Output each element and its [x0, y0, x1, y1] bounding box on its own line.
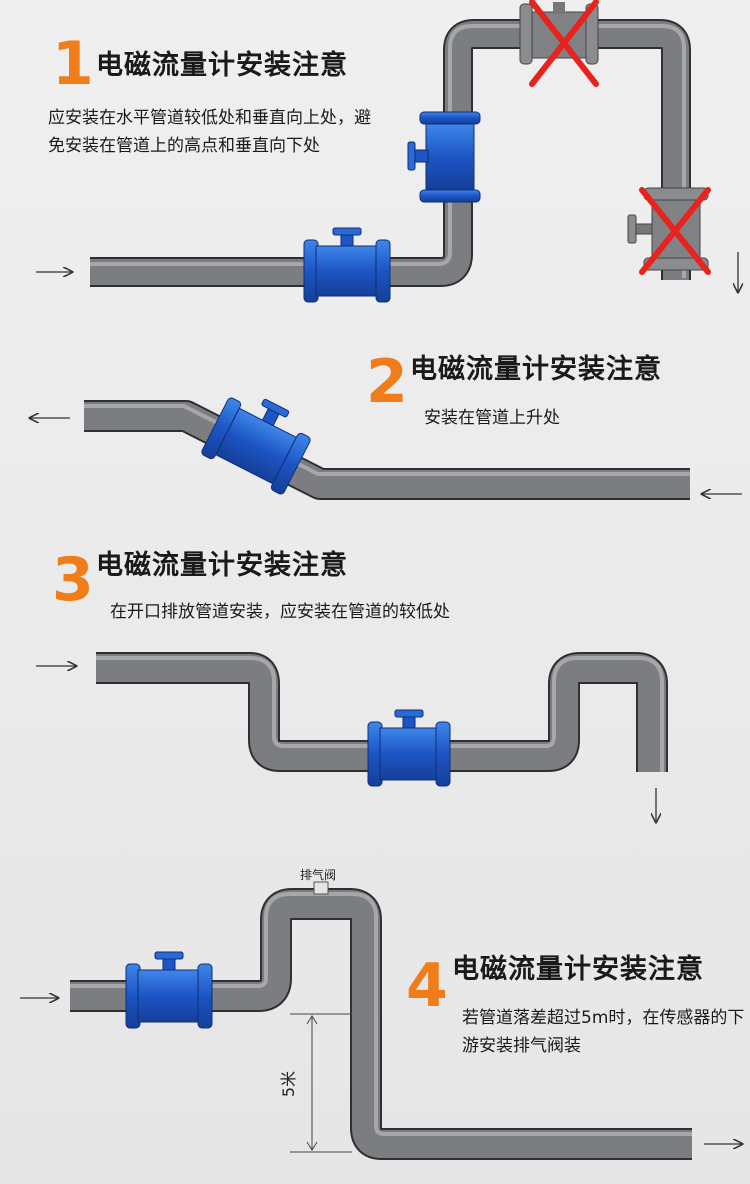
flow-meter-wrong-top — [519, 0, 599, 87]
section-4-title: 电磁流量计安装注意 — [452, 954, 704, 985]
flow-meter-4 — [125, 951, 213, 1029]
section-2-number: 2 — [366, 347, 408, 417]
flow-meter-2 — [201, 397, 311, 495]
height-dimension — [290, 1013, 352, 1153]
flow-meter-1b — [407, 111, 481, 203]
section-2-desc: 安装在管道上升处 — [424, 408, 560, 428]
diagram-3 — [36, 652, 668, 822]
section-2-title: 电磁流量计安装注意 — [410, 354, 662, 385]
section-1-desc: 应安装在水平管道较低处和垂直向上处，避免安装在管道上的高点和垂直向下处 — [48, 108, 371, 156]
section-1-title: 电磁流量计安装注意 — [96, 50, 348, 81]
cross-icon — [639, 187, 711, 275]
diagram-2 — [30, 397, 742, 500]
flow-meter-3 — [367, 709, 451, 787]
section-3-title: 电磁流量计安装注意 — [96, 550, 348, 581]
exhaust-valve-icon — [313, 881, 329, 895]
section-4-number: 4 — [406, 951, 448, 1021]
section-3-number: 3 — [52, 545, 94, 615]
diagram-4 — [20, 881, 742, 1160]
flow-meter-wrong-side — [627, 187, 711, 275]
cross-icon — [529, 0, 599, 87]
exhaust-valve-label: 排气阀 — [300, 868, 337, 882]
height-label: 5米 — [279, 1070, 299, 1098]
diagram-1 — [36, 0, 738, 303]
section-1-number: 1 — [52, 29, 94, 99]
section-4-desc: 若管道落差超过5m时，在传感器的下游安装排气阀装 — [462, 1008, 745, 1056]
section-3-desc: 在开口排放管道安装，应安装在管道的较低处 — [110, 602, 450, 622]
flow-meter-1a — [303, 227, 391, 303]
